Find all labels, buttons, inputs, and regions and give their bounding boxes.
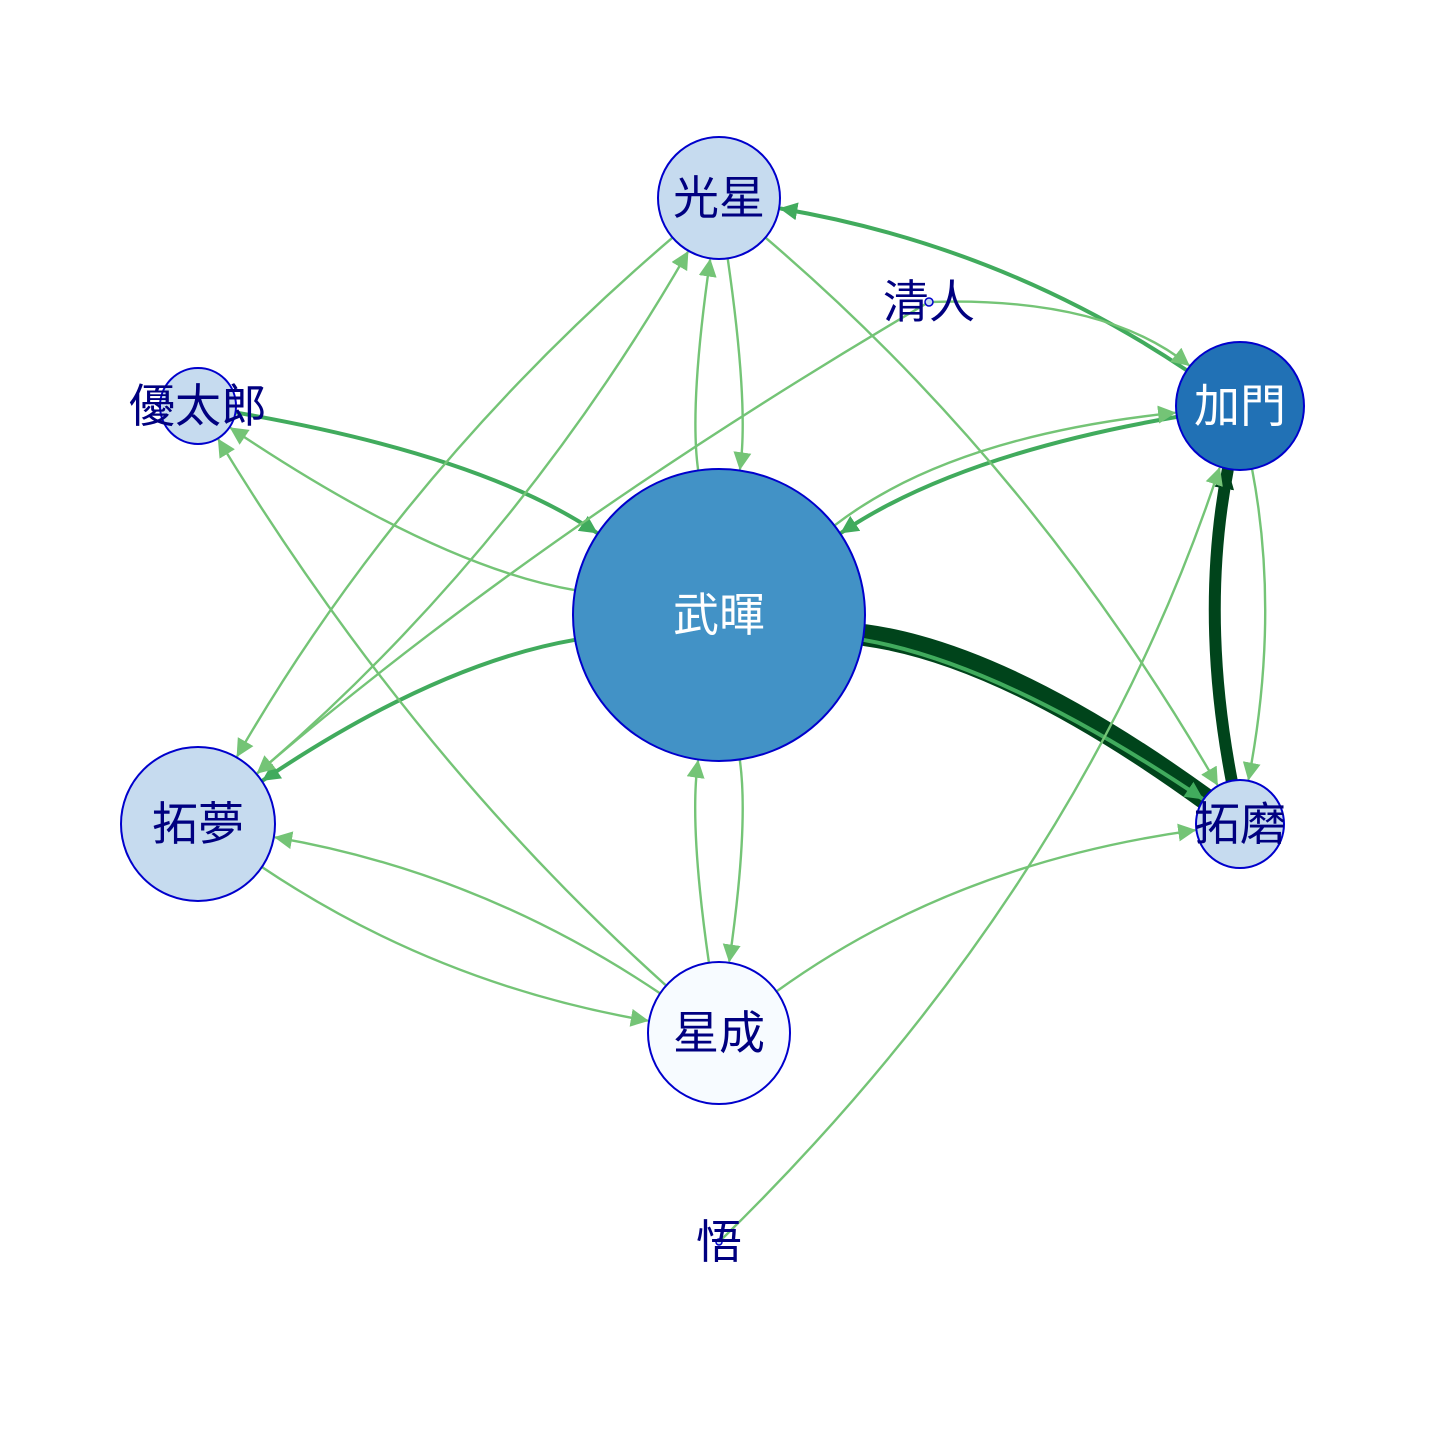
- node-wuhui[interactable]: 武暉: [572, 468, 866, 762]
- node-label-jiamen: 加門: [1194, 379, 1286, 433]
- node-label-tuomo: 拓磨: [1194, 797, 1286, 851]
- node-label-tuomeng: 拓夢: [152, 797, 244, 851]
- node-tuomo[interactable]: 拓磨: [1194, 779, 1286, 869]
- node-label-wu: 悟: [696, 1215, 742, 1269]
- node-label-youtailang: 優太郎: [129, 379, 267, 433]
- node-qingren[interactable]: 清人: [883, 275, 975, 329]
- edge-qingren-to-jiamen: [931, 300, 1190, 367]
- edge-xingcheng-to-tuomo: [775, 823, 1197, 993]
- edge-wu-to-jiamen: [719, 466, 1223, 1242]
- node-circle-youtailang[interactable]: [159, 367, 237, 445]
- node-circle-jiamen[interactable]: [1175, 341, 1305, 471]
- node-dot-wu[interactable]: [715, 1238, 723, 1246]
- node-label-wuhui: 武暉: [673, 588, 765, 642]
- edge-jiamen-to-guangxing: [779, 202, 1189, 373]
- edge-guangxing-to-tuomo: [764, 236, 1219, 786]
- edge-youtailang-to-wuhui: [233, 410, 599, 535]
- node-jiamen[interactable]: 加門: [1175, 341, 1305, 471]
- edge-tuomo-to-jiamen: [1208, 464, 1238, 787]
- edge-jiamen-to-wuhui: [839, 414, 1179, 535]
- node-tuomeng[interactable]: 拓夢: [120, 746, 276, 902]
- edge-wuhui-to-tuomeng: [261, 637, 578, 782]
- edge-guangxing-to-tuomeng: [236, 236, 674, 758]
- node-xingcheng[interactable]: 星成: [647, 961, 791, 1105]
- edge-xingcheng-to-wuhui: [686, 759, 711, 964]
- edge-xingcheng-to-youtailang: [217, 438, 668, 987]
- edge-jiamen-to-tuomo: [1242, 467, 1267, 781]
- node-circle-tuomeng[interactable]: [120, 746, 276, 902]
- node-label-xingcheng: 星成: [673, 1006, 765, 1060]
- edge-tuomo-to-wuhui: [854, 624, 1216, 810]
- node-dot-qingren[interactable]: [924, 297, 934, 307]
- node-wu[interactable]: 悟: [696, 1215, 742, 1269]
- edge-wuhui-to-guangxing: [694, 258, 717, 472]
- node-label-guangxing: 光星: [673, 171, 765, 225]
- node-circle-wuhui[interactable]: [572, 468, 866, 762]
- edge-tuomeng-to-xingcheng: [260, 865, 649, 1027]
- node-label-qingren: 清人: [883, 275, 975, 329]
- node-guangxing[interactable]: 光星: [657, 136, 781, 260]
- node-youtailang[interactable]: 優太郎: [129, 367, 267, 445]
- edge-wuhui-to-tuomo: [860, 637, 1204, 801]
- node-circle-xingcheng[interactable]: [647, 961, 791, 1105]
- node-circle-tuomo[interactable]: [1195, 779, 1285, 869]
- edges-layer: [217, 202, 1267, 1242]
- edge-wuhui-to-youtailang: [229, 427, 577, 592]
- edge-xingcheng-to-tuomeng: [274, 831, 662, 995]
- edge-guangxing-to-wuhui: [726, 257, 752, 471]
- edge-wuhui-to-xingcheng: [722, 758, 744, 963]
- node-circle-guangxing[interactable]: [657, 136, 781, 260]
- edge-qingren-to-tuomeng: [256, 302, 927, 774]
- edge-tuomeng-to-guangxing: [255, 250, 689, 776]
- edge-wuhui-to-jiamen: [833, 405, 1177, 527]
